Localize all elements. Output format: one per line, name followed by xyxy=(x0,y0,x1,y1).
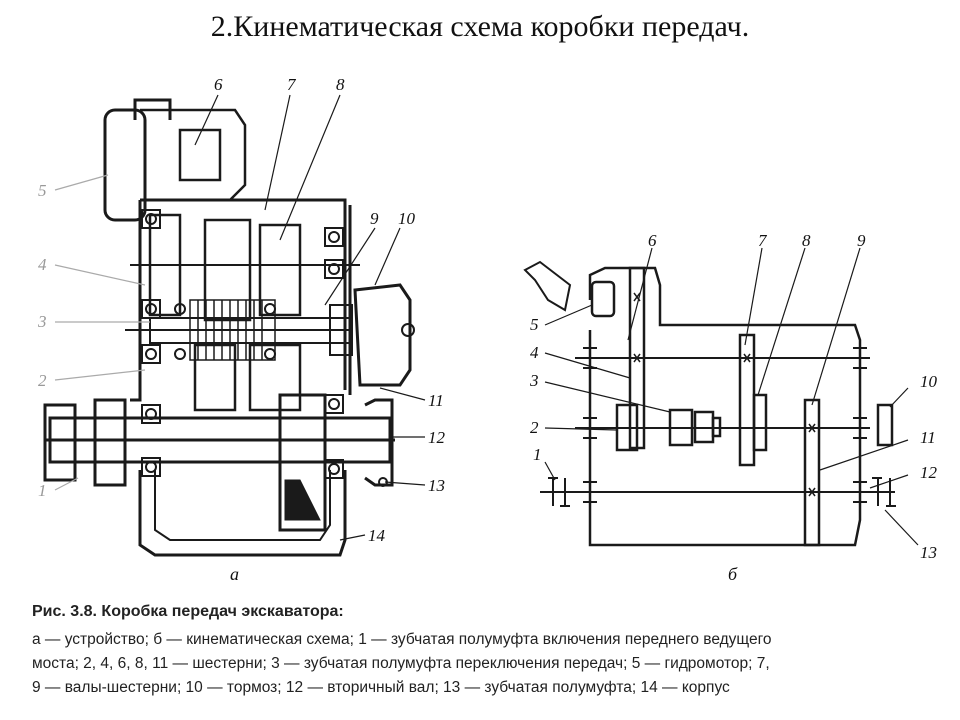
callout-a-faded-5: 5 xyxy=(38,181,47,200)
figure-b-label: б xyxy=(728,564,738,584)
scheme-bearings xyxy=(583,347,867,503)
callout-a-faded-3: 3 xyxy=(37,312,47,331)
slide-title: 2.Кинематическая схема коробки передач. xyxy=(210,10,750,43)
callout-a-faded-1: 1 xyxy=(38,481,47,500)
sliding-coupling xyxy=(189,299,276,361)
kinematic-scheme xyxy=(523,260,896,547)
callout-b-4: 4 xyxy=(530,343,539,362)
diagram-canvas: 6 7 8 9 10 11 12 13 14 5 4 3 2 1 а 1 2 3… xyxy=(37,75,938,584)
callout-a-10: 10 xyxy=(398,209,416,228)
callout-leaders-a xyxy=(54,94,426,541)
caption-line: 9 — валы-шестерни; 10 — тормоз; 12 — вто… xyxy=(32,679,730,696)
callout-b-3: 3 xyxy=(529,371,539,390)
callout-b-10: 10 xyxy=(920,372,938,391)
callout-a-faded-4: 4 xyxy=(38,255,47,274)
caption-line: а — устройство; б — кинематическая схема… xyxy=(32,631,772,648)
gear-block-2 xyxy=(203,218,252,322)
callout-a-13: 13 xyxy=(428,476,445,495)
gearbox-device-drawing xyxy=(43,98,415,557)
callout-b-5: 5 xyxy=(530,315,539,334)
scheme-housing xyxy=(588,266,862,547)
front-coupling xyxy=(43,403,77,482)
scheme-gear-8 xyxy=(752,393,768,452)
callout-a-7: 7 xyxy=(287,75,297,94)
gear-block-4 xyxy=(193,343,237,412)
callout-b-7: 7 xyxy=(758,231,768,250)
callout-b-1: 1 xyxy=(533,445,542,464)
callout-b-9: 9 xyxy=(857,231,866,250)
figure-a-label: а xyxy=(230,564,239,584)
brake-drum xyxy=(353,283,412,387)
scheme-gear-9 xyxy=(803,398,821,547)
callout-a-11: 11 xyxy=(428,391,444,410)
caption-heading: Рис. 3.8. Коробка передач экскаватора: xyxy=(32,603,344,620)
scheme-coupling-3 xyxy=(668,408,694,447)
gearbox-casing xyxy=(130,198,352,402)
callout-a-14: 14 xyxy=(368,526,386,545)
gear-block-1 xyxy=(148,213,182,317)
callout-b-13: 13 xyxy=(920,543,937,562)
callout-a-faded-2: 2 xyxy=(38,371,47,390)
scheme-gear-2 xyxy=(615,403,639,452)
scheme-gear-7 xyxy=(738,333,756,467)
figure-caption: Рис. 3.8. Коробка передач экскаватора: а… xyxy=(32,600,942,700)
scheme-coupling-13 xyxy=(872,477,896,507)
callout-a-6: 6 xyxy=(214,75,223,94)
scheme-coupling-1 xyxy=(548,477,570,507)
hydromotor-body xyxy=(103,108,147,222)
callout-b-6: 6 xyxy=(648,231,657,250)
callout-a-8: 8 xyxy=(336,75,345,94)
callout-a-12: 12 xyxy=(428,428,446,447)
callout-b-2: 2 xyxy=(530,418,539,437)
callout-a-9: 9 xyxy=(370,209,379,228)
bearings xyxy=(141,209,353,479)
callout-b-12: 12 xyxy=(920,463,938,482)
callout-b-11: 11 xyxy=(920,428,936,447)
scheme-hydromotor xyxy=(523,260,572,312)
caption-line: моста; 2, 4, 6, 8, 11 — шестерни; 3 — зу… xyxy=(32,655,770,672)
gear-block-3 xyxy=(258,223,302,317)
scheme-brake-10 xyxy=(876,403,894,447)
callout-b-8: 8 xyxy=(802,231,811,250)
callout-leaders-b xyxy=(544,247,919,546)
